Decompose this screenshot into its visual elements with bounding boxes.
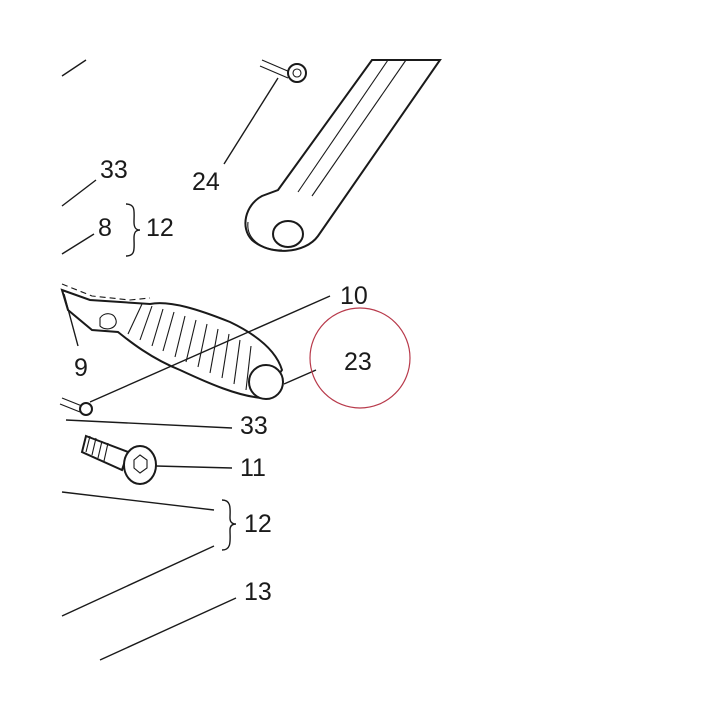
footpeg-10: [60, 283, 284, 400]
callout-10: 10: [340, 282, 368, 310]
callout-12-top: 12: [146, 214, 174, 242]
callout-24: 24: [192, 168, 220, 196]
shoulder-bolt-11: [80, 434, 157, 485]
callout-33-mid: 33: [240, 412, 268, 440]
brace-top: [125, 203, 141, 257]
brace-bottom: [221, 499, 237, 551]
callout-13: 13: [244, 578, 272, 606]
bolt-33: [59, 397, 93, 416]
highlight-circle: [309, 307, 411, 409]
leader-lines: [61, 59, 331, 661]
callout-33-top: 33: [100, 156, 128, 184]
callout-8: 8: [98, 214, 112, 242]
bolt-24: [259, 59, 307, 83]
lever-arm: [244, 59, 442, 252]
callout-9: 9: [74, 354, 88, 382]
callout-11: 11: [240, 454, 266, 482]
callout-12-bottom: 12: [244, 510, 272, 538]
callout-23: 23: [344, 348, 372, 376]
